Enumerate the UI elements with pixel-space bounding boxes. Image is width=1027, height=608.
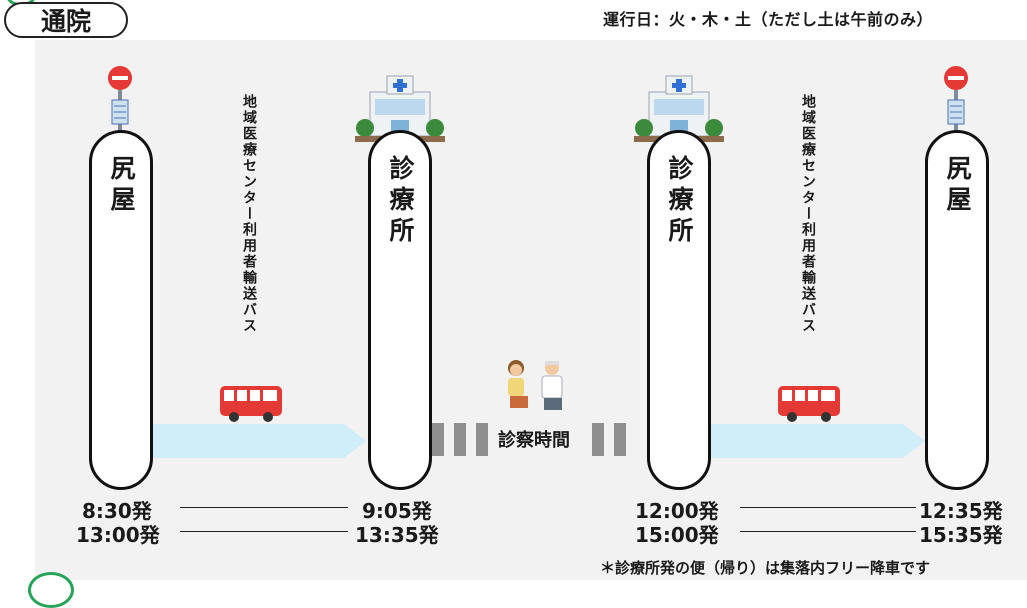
exam-dash [476, 423, 488, 456]
stop-clinic-right: 診療所 [647, 130, 711, 490]
diagram-background [35, 40, 1027, 580]
stop-label: 尻屋 [107, 155, 136, 217]
bus-icon [220, 386, 282, 422]
stop-label: 尻屋 [943, 155, 972, 217]
footnote: ＊診療所発の便（帰り）は集落内フリー降車です [600, 559, 931, 577]
depart-time: 13:00発 [76, 523, 160, 547]
bus-route-label: 地域医療センター利用者輸送バス [241, 94, 257, 334]
bus-stop-sign-icon [944, 66, 968, 142]
time-connector [180, 531, 348, 532]
doctor-patient-icon [508, 360, 563, 410]
depart-time: 15:00発 [635, 523, 719, 547]
time-connector [180, 507, 348, 508]
bus-icon [778, 386, 840, 422]
route-arrow-outbound [150, 424, 344, 458]
stop-shiriya-left: 尻屋 [89, 130, 153, 490]
arrive-time: 15:35発 [919, 523, 1003, 547]
stop-clinic-left: 診療所 [368, 130, 432, 490]
exam-dash [432, 423, 444, 456]
stop-shiriya-right: 尻屋 [925, 130, 989, 490]
stop-label: 診療所 [665, 155, 694, 248]
exam-dash [614, 423, 626, 456]
page-title: 通院 [4, 2, 128, 38]
arrive-time: 12:35発 [919, 499, 1003, 523]
depart-time: 12:00発 [635, 499, 719, 523]
schedule-text: 運行日：火・木・土（ただし土は午前のみ） [603, 10, 934, 29]
route-arrow-head [344, 424, 366, 458]
time-connector [740, 531, 916, 532]
arrive-time: 13:35発 [355, 523, 439, 547]
exam-dash [592, 423, 604, 456]
route-arrow-head [903, 424, 925, 458]
stop-label: 診療所 [386, 155, 415, 248]
depart-time: 8:30発 [82, 499, 152, 523]
route-arrow-return [708, 424, 903, 458]
decor-corner-bottom [28, 572, 74, 608]
arrive-time: 9:05発 [362, 499, 432, 523]
bus-route-label: 地域医療センター利用者輸送バス [800, 94, 816, 334]
exam-time-label: 診察時間 [494, 426, 574, 452]
time-connector [740, 507, 916, 508]
exam-dash [454, 423, 466, 456]
